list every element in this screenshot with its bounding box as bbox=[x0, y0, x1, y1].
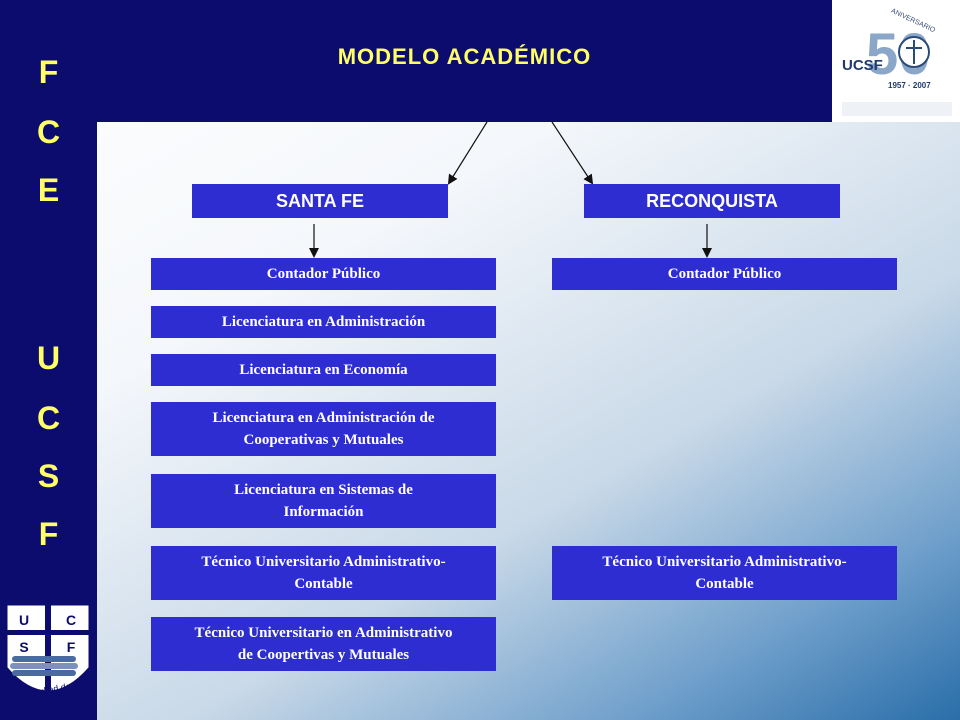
seal-letter: U bbox=[19, 612, 29, 628]
sidebar-letter: E bbox=[37, 172, 60, 208]
sidebar-letter: F bbox=[38, 516, 59, 552]
sidebar-letter: F bbox=[38, 54, 59, 90]
logo-area bbox=[832, 0, 960, 122]
seal-letter: S bbox=[19, 639, 28, 655]
program-line: Licenciatura en Administración bbox=[221, 314, 426, 330]
seal-letter: F bbox=[67, 639, 76, 655]
sidebar-panel: F C E U C S F bbox=[0, 0, 97, 720]
program-line: Licenciatura en Economía bbox=[239, 362, 408, 378]
arrow-to-santa-fe bbox=[447, 121, 488, 185]
program-box: Técnico Universitario Administrativo- Con… bbox=[552, 546, 897, 600]
campus-box-reconquista: RECONQUISTA bbox=[584, 184, 840, 218]
program-line: Contable bbox=[294, 576, 353, 592]
seal-letter: C bbox=[66, 612, 76, 628]
header-bar: MODELO ACADÉMICO bbox=[97, 0, 832, 122]
program-line: Información bbox=[283, 504, 364, 520]
sidebar-letter: U bbox=[36, 340, 61, 376]
program-line: Contable bbox=[695, 576, 754, 592]
program-line: Contador Público bbox=[667, 266, 782, 282]
sidebar-letter: C bbox=[36, 114, 61, 150]
ucsf-anniversary-logo: ANIVERSARIO 50 UCSF 1957 · 2007 bbox=[842, 8, 952, 116]
program-line: Técnico Universitario Administrativo- bbox=[201, 554, 446, 570]
sidebar-letter: C bbox=[36, 400, 61, 436]
logo-acronym: UCSF bbox=[842, 57, 883, 74]
program-box: Licenciatura en Sistemas de Información bbox=[151, 474, 496, 528]
program-line: Cooperativas y Mutuales bbox=[243, 432, 404, 448]
campus-box-santa-fe: SANTA FE bbox=[192, 184, 448, 218]
program-box: Técnico Universitario en Administrativo d… bbox=[151, 617, 496, 671]
arrow-to-reconquista bbox=[551, 121, 594, 185]
sidebar-letter: S bbox=[37, 458, 60, 494]
program-box: Técnico Universitario Administrativo- Con… bbox=[151, 546, 496, 600]
program-box: Contador Público bbox=[552, 258, 897, 290]
program-line: Contador Público bbox=[266, 266, 381, 282]
program-line: Técnico Universitario Administrativo- bbox=[602, 554, 847, 570]
program-box: Licenciatura en Administración bbox=[151, 306, 496, 338]
program-line: Técnico Universitario en Administrativo bbox=[194, 625, 453, 641]
program-box: Licenciatura en Administración de Coopera… bbox=[151, 402, 496, 456]
program-line: Licenciatura en Sistemas de bbox=[234, 482, 413, 498]
program-line: de Coopertivas y Mutuales bbox=[237, 647, 410, 663]
page-title: MODELO ACADÉMICO bbox=[337, 44, 592, 69]
program-line: Licenciatura en Administración de bbox=[212, 410, 435, 426]
faculty-seal-logo: U C S F Facultad de Ciencias Económicas bbox=[4, 602, 92, 713]
program-box: Licenciatura en Economía bbox=[151, 354, 496, 386]
anniversary-years: 1957 · 2007 bbox=[888, 81, 931, 90]
program-box: Contador Público bbox=[151, 258, 496, 290]
